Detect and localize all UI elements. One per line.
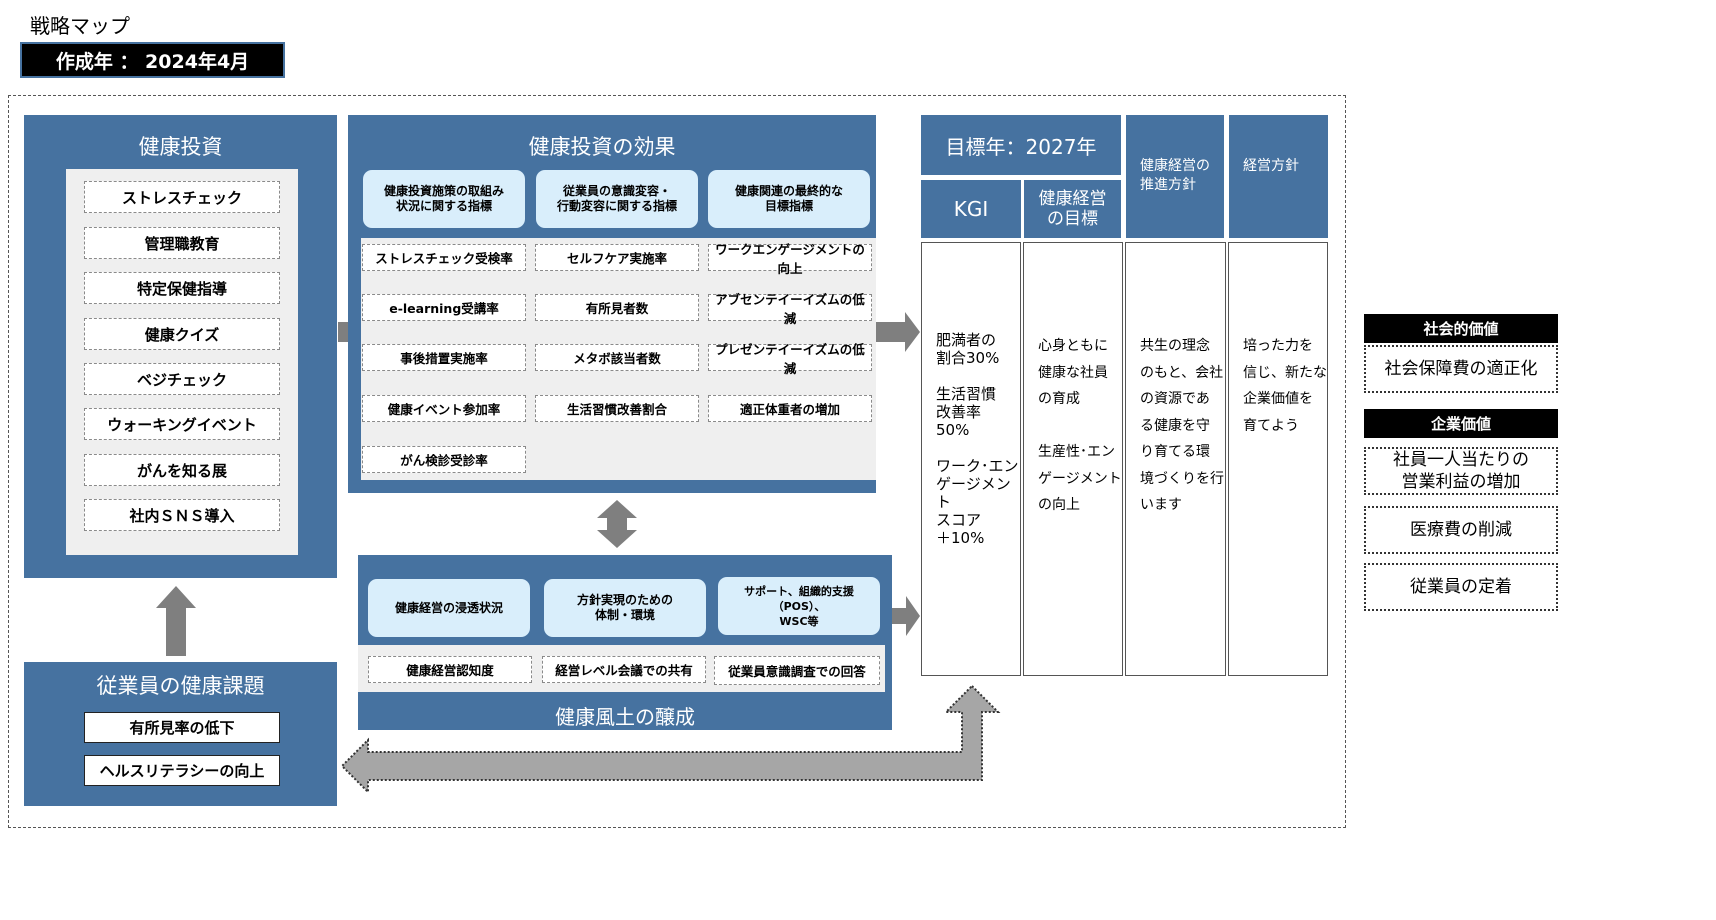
loop-arrow <box>340 684 1001 795</box>
investment-item: 管理職教育 <box>84 227 280 259</box>
culture-header-1: 健康経営の浸透状況 <box>368 579 530 637</box>
culture-item: 健康経営認知度 <box>368 656 532 683</box>
culture-item: 従業員意識調査での回答 <box>714 656 880 685</box>
investment-item: ストレスチェック <box>84 181 280 213</box>
corporate-value-item: 社員一人当たりの 営業利益の増加 <box>1364 447 1558 495</box>
health-culture-panel: 健康経営の浸透状況 方針実現のための 体制・環境 サポート、組織的支援（POS）… <box>358 555 892 730</box>
effects-item: がん検診受診率 <box>362 446 526 473</box>
social-value-label: 社会的価値 <box>1423 320 1499 338</box>
policy-column: 共生の理念 のもと、会社 の資源であ る健康を守 り育てる環 境づくりを行 いま… <box>1125 242 1226 676</box>
health-investment-title: 健康投資 <box>138 135 223 159</box>
social-value-item: 社会保障費の適正化 <box>1364 345 1558 393</box>
employee-health-issues-panel: 従業員の健康課題 有所見率の低下 ヘルスリテラシーの向上 <box>24 662 337 806</box>
corporate-value-label: 企業価値 <box>1430 415 1491 433</box>
effects-header-3: 健康関連の最終的な 目標指標 <box>708 170 870 228</box>
effects-item: メタボ該当者数 <box>535 344 699 371</box>
management-header: 経営方針 <box>1229 115 1328 238</box>
management-column: 培った力を 信じ、新たな 企業価値を 育てよう <box>1228 242 1328 676</box>
culture-header-3: サポート、組織的支援（POS）、 WSC等 <box>718 577 880 635</box>
effects-item: セルフケア実施率 <box>535 244 699 271</box>
policy-label: 健康経営の 推進方針 <box>1140 158 1210 193</box>
effects-header-2: 従業員の意識変容・ 行動変容に関する指標 <box>536 170 698 228</box>
effects-item: ストレスチェック受検率 <box>362 244 526 271</box>
culture-header-2: 方針実現のための 体制・環境 <box>544 579 706 637</box>
effects-item: 適正体重者の増加 <box>708 395 872 422</box>
policy-header: 健康経営の 推進方針 <box>1126 115 1224 238</box>
effects-item: ワークエンゲージメントの向上 <box>708 242 872 276</box>
issue-item: ヘルスリテラシーの向上 <box>84 755 280 786</box>
effects-item: 生活習慣改善割合 <box>535 395 699 422</box>
effects-item: 事後措置実施率 <box>362 344 526 371</box>
map-frame <box>8 95 1346 828</box>
created-date-badge: 作成年 ： 2024年4月 <box>20 42 285 78</box>
investment-item: 健康クイズ <box>84 318 280 350</box>
bidirectional-arrow <box>597 500 637 548</box>
investment-effects-title: 健康投資の効果 <box>528 135 676 159</box>
up-arrow <box>156 586 196 656</box>
culture-item: 経営レベル会議での共有 <box>542 656 706 683</box>
investment-item: 特定保健指導 <box>84 272 280 304</box>
page-title: 戦略マップ <box>30 14 130 38</box>
investment-item: 社内ＳＮＳ導入 <box>84 499 280 531</box>
investment-item: ベジチェック <box>84 363 280 395</box>
effects-item: 健康イベント参加率 <box>362 395 526 422</box>
kgi-label: KGI <box>953 197 989 221</box>
effects-item: 有所見者数 <box>535 294 699 321</box>
corporate-value-item: 医療費の削減 <box>1364 506 1558 554</box>
issue-item: 有所見率の低下 <box>84 712 280 743</box>
management-label: 経営方針 <box>1243 158 1299 174</box>
goal-header: 健康経営 の目標 <box>1024 180 1121 238</box>
kgi-column: 肥満者の 割合30% 生活習慣 改善率 50% ワーク･エン ゲージメント スコ… <box>921 242 1021 676</box>
effects-item: プレゼンテイーイズムの低減 <box>708 342 872 376</box>
target-year-header: 目標年：2027年 <box>921 115 1121 175</box>
social-value-header: 社会的価値 <box>1364 314 1558 343</box>
effects-item: アブセンテイーイズムの低減 <box>708 292 872 326</box>
goal-column: 心身ともに 健康な社員 の育成 生産性･エン ゲージメント の向上 <box>1023 242 1123 676</box>
target-year-text: 目標年：2027年 <box>945 134 1097 159</box>
corporate-value-header: 企業価値 <box>1364 409 1558 438</box>
goal-label: 健康経営 の目標 <box>1038 189 1107 229</box>
health-culture-title: 健康風土の醸成 <box>555 705 695 729</box>
health-investment-panel: 健康投資 ストレスチェック 管理職教育 特定保健指導 健康クイズ ベジチェック … <box>24 115 337 578</box>
investment-item: ウォーキングイベント <box>84 408 280 440</box>
corporate-value-item: 従業員の定着 <box>1364 563 1558 611</box>
small-right-arrow <box>892 596 920 636</box>
health-issues-title: 従業員の健康課題 <box>96 674 265 698</box>
effects-item: e-learning受講率 <box>362 294 526 321</box>
kgi-header: KGI <box>921 180 1021 238</box>
investment-item: がんを知る展 <box>84 454 280 486</box>
created-date-text: 作成年 ： 2024年4月 <box>55 50 250 73</box>
effects-header-1: 健康投資施策の取組み 状況に関する指標 <box>363 170 525 228</box>
